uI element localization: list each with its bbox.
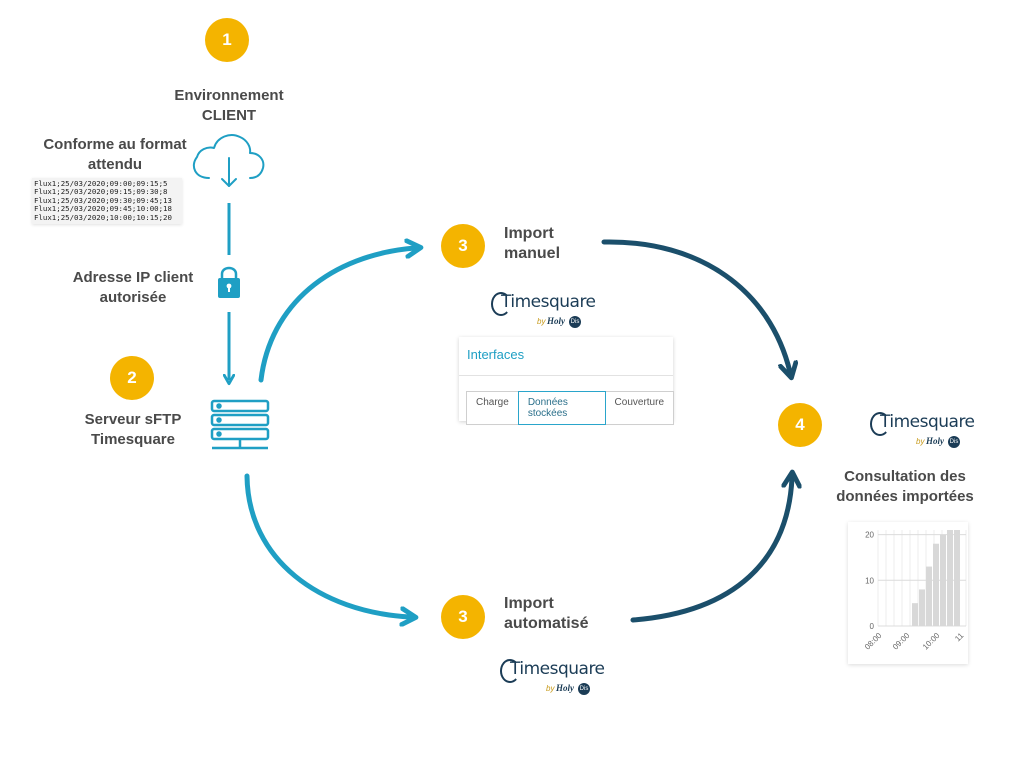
- step-3b-badge: 3: [441, 595, 485, 639]
- server-icon: [210, 399, 270, 450]
- logo-holy: Holy: [926, 436, 944, 446]
- lock-icon: [218, 266, 240, 298]
- chart-bar: [919, 589, 925, 626]
- chart-bar: [947, 530, 953, 626]
- step-1-label: Environnement CLIENT: [174, 87, 284, 124]
- timesquare-logo: Timesquare by Holy Dis: [491, 290, 596, 330]
- timesquare-logo: Timesquare by Holy Dis: [870, 410, 975, 450]
- x-tick-label: 09:00: [891, 631, 912, 652]
- csv-line: Flux1;25/03/2020;10:00;10:15;20: [34, 212, 172, 222]
- step-2-label: Serveur sFTP Timesquare: [84, 411, 182, 448]
- csv-line: Flux1;25/03/2020;09:30;09:45;13: [34, 195, 172, 205]
- interfaces-title: Interfaces: [467, 347, 525, 362]
- chart-bar: [933, 543, 939, 626]
- arrow-to-import-auto: [244, 473, 410, 617]
- x-tick-label: 10:00: [921, 631, 942, 652]
- tab-donnees-stockees[interactable]: Données stockées: [517, 391, 606, 425]
- chart-bar: [940, 534, 946, 626]
- logo-bis: Dis: [569, 316, 581, 328]
- interfaces-panel: Interfaces Charge Données stockées Couve…: [459, 337, 674, 425]
- logo-bis: Dis: [948, 436, 960, 448]
- x-tick-label: 11: [953, 631, 966, 644]
- step-1-badge: 1: [205, 18, 249, 62]
- arrow-manuel-to-consultation: [601, 239, 790, 372]
- logo-holy: Holy: [547, 316, 565, 326]
- imported-data-chart: 0 10 20 08:00 09:00 10:00 11: [848, 522, 968, 664]
- divider: [459, 375, 673, 376]
- step-4-label: Consultation des données importées: [836, 468, 974, 505]
- logo-by: by: [546, 684, 555, 693]
- step-3a-label: Import manuel: [504, 225, 561, 262]
- logo-ring-icon: [870, 412, 890, 436]
- arrow-auto-to-consultation: [630, 478, 792, 623]
- logo-holy: Holy: [556, 683, 574, 693]
- tab-couverture[interactable]: Couverture: [604, 391, 674, 425]
- chart-bar: [926, 566, 932, 626]
- chart-bar: [954, 530, 960, 626]
- cloud-download-icon: [192, 134, 265, 187]
- csv-line: Flux1;25/03/2020;09:45;10:00;18: [34, 204, 172, 214]
- logo-ring-icon: [500, 659, 520, 683]
- format-note: Conforme au format attendu: [43, 136, 187, 173]
- logo-word: Timesquare: [510, 659, 605, 679]
- y-tick-label: 10: [865, 576, 874, 585]
- x-tick-label: 08:00: [863, 631, 884, 652]
- logo-word: Timesquare: [501, 292, 596, 312]
- y-tick-label: 20: [865, 531, 874, 540]
- csv-line: Flux1;25/03/2020;09:15;09:30;8: [34, 187, 168, 197]
- arrow-to-import-manuel: [258, 248, 415, 383]
- logo-bis: Dis: [578, 683, 590, 695]
- logo-word: Timesquare: [880, 412, 975, 432]
- tab-charge[interactable]: Charge: [466, 391, 519, 425]
- mini-chart-svg: 0 10 20 08:00 09:00 10:00 11: [863, 530, 967, 652]
- step-2-badge: 2: [110, 356, 154, 400]
- y-tick-label: 0: [870, 622, 875, 631]
- chart-bar: [912, 603, 918, 626]
- ip-note: Adresse IP client autorisée: [72, 269, 194, 306]
- step-3a-badge: 3: [441, 224, 485, 268]
- step-3b-label: Import automatisé: [504, 595, 589, 632]
- logo-by: by: [537, 317, 546, 326]
- logo-by: by: [916, 437, 925, 446]
- logo-ring-icon: [491, 292, 511, 316]
- step-4-badge: 4: [778, 403, 822, 447]
- timesquare-logo: Timesquare by Holy Dis: [500, 657, 605, 697]
- interfaces-tabs: Charge Données stockées Couverture: [466, 391, 674, 425]
- csv-line: Flux1;25/03/2020;09:00;09:15;5: [34, 179, 168, 188]
